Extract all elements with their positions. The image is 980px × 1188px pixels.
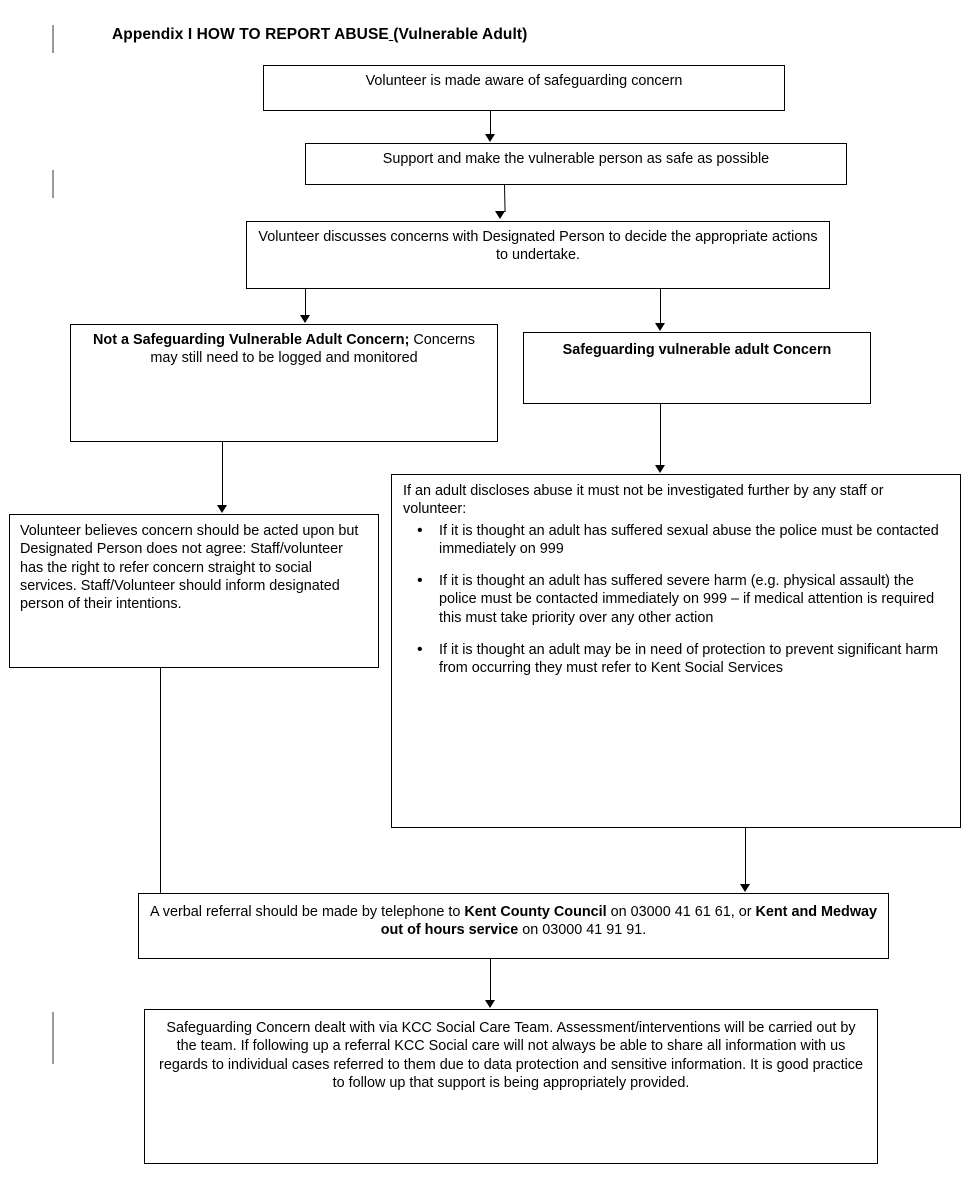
connector-line [660,289,662,324]
node-discuss-designated-person-text: Volunteer discusses concerns with Design… [258,229,818,264]
connector-line [305,289,307,316]
revision-change-bar [52,170,54,198]
connector-arrowhead [217,505,227,513]
connector-line [490,959,492,1001]
node-disclosure-rules[interactable]: If an adult discloses abuse it must not … [391,474,961,828]
node-volunteer-believes-text: Volunteer believes concern should be act… [20,523,359,613]
connector-arrowhead [300,315,310,323]
verbal-referral-bold-1: Kent County Council [464,904,607,920]
node-discuss-designated-person[interactable]: Volunteer discusses concerns with Design… [246,221,830,289]
node-not-a-concern[interactable]: Not a Safeguarding Vulnerable Adult Conc… [70,324,498,442]
node-support-safe-text: Support and make the vulnerable person a… [382,151,770,167]
connector-arrowhead [740,884,750,892]
node-not-a-concern-text: Concerns may still need to be logged and… [150,332,475,367]
verbal-referral-text-3: on 03000 41 91 91. [518,922,647,939]
node-not-a-concern-heading: Not a Safeguarding Vulnerable Adult Conc… [93,332,410,348]
page-title: Appendix I HOW TO REPORT ABUSE (Vulnerab… [112,26,527,44]
node-safeguarding-concern[interactable]: Safeguarding vulnerable adult Concern [523,332,871,404]
disclosure-bullet-list: If it is thought an adult has suffered s… [403,521,948,678]
connector-arrowhead [655,465,665,473]
connector-line [745,828,747,885]
list-item: If it is thought an adult has suffered s… [403,571,948,627]
node-disclosure-rules-lead: If an adult discloses abuse it must not … [403,483,884,518]
node-support-safe[interactable]: Support and make the vulnerable person a… [305,143,847,185]
node-safeguarding-concern-text: Safeguarding vulnerable adult Concern [562,342,832,358]
connector-arrowhead [495,211,505,219]
node-volunteer-aware-text: Volunteer is made aware of safeguarding … [365,73,683,89]
node-kcc-outcome-text: Safeguarding Concern dealt with via KCC … [159,1020,863,1091]
connector-line [660,404,662,466]
node-volunteer-believes[interactable]: Volunteer believes concern should be act… [9,514,379,668]
connector-arrowhead [485,1000,495,1008]
revision-change-bar [52,1012,54,1064]
connector-line [504,184,506,213]
list-item: If it is thought an adult has suffered s… [403,521,948,559]
connector-line [490,111,492,135]
verbal-referral-text-1: A verbal referral should be made by tele… [149,904,465,920]
page-title-suffix: (Vulnerable Adult) [393,26,528,43]
node-kcc-outcome[interactable]: Safeguarding Concern dealt with via KCC … [144,1009,878,1164]
connector-line [222,442,224,506]
verbal-referral-bold-2: Kent and Medway out of hours service [380,904,878,939]
node-volunteer-aware[interactable]: Volunteer is made aware of safeguarding … [263,65,785,111]
list-item: If it is thought an adult may be in need… [403,640,948,678]
page-title-prefix: Appendix I HOW TO REPORT ABUSE [112,26,389,43]
node-verbal-referral[interactable]: A verbal referral should be made by tele… [138,893,889,959]
verbal-referral-text-2: on 03000 41 61 61, or [606,904,756,920]
connector-arrowhead [655,323,665,331]
revision-change-bar [52,25,54,53]
connector-arrowhead [485,134,495,142]
connector-line [160,668,162,903]
